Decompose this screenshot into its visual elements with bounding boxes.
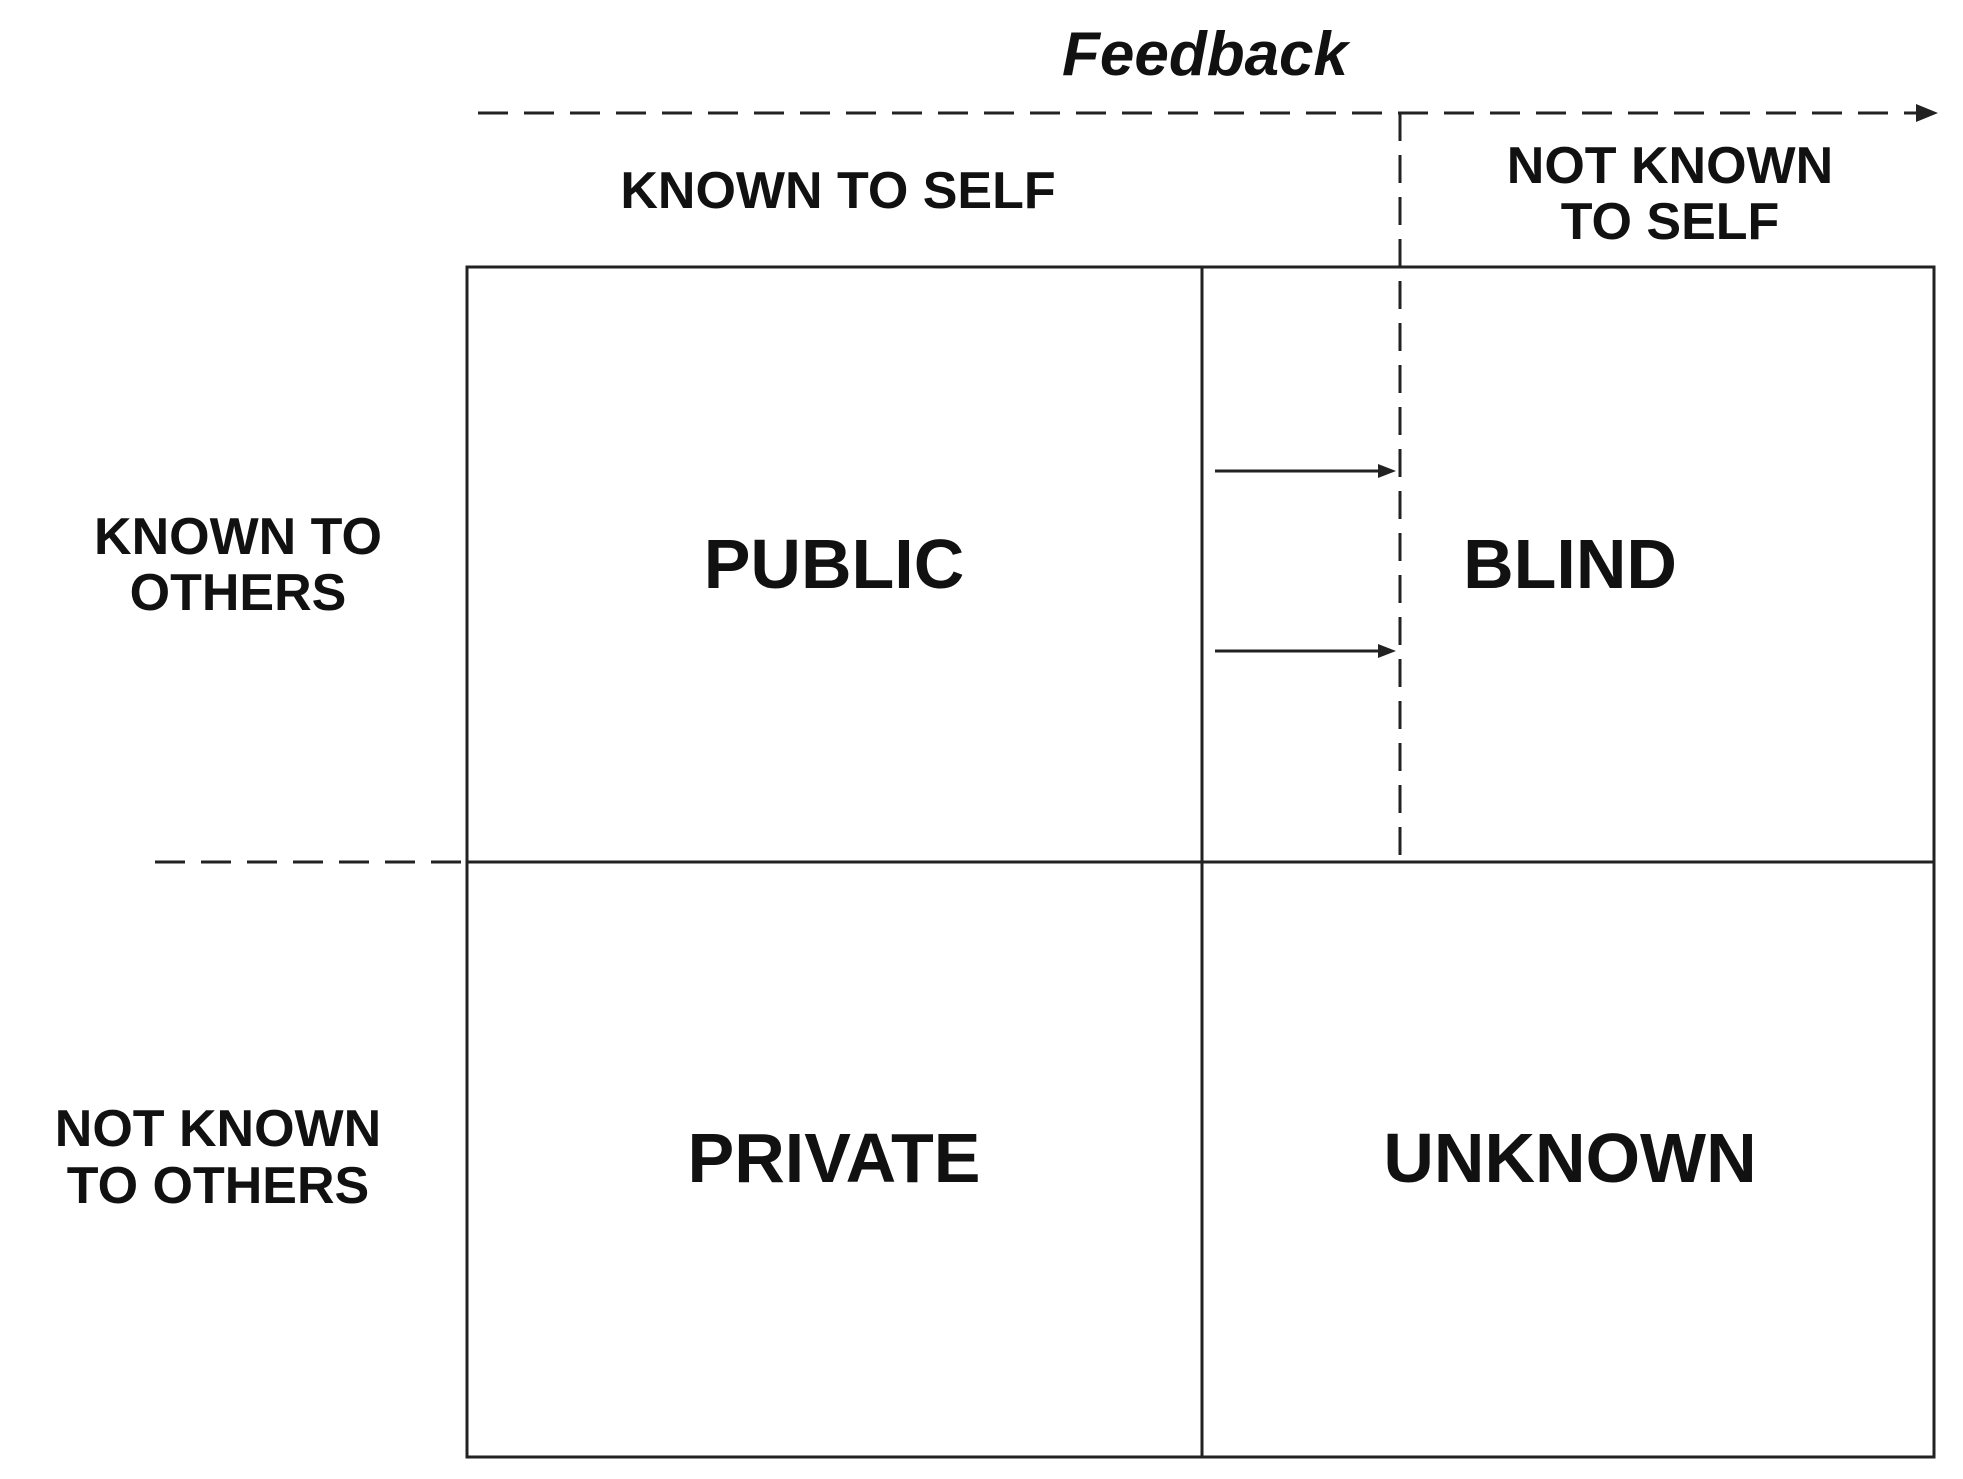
arrowhead-icon <box>1378 464 1396 478</box>
column-header-not-known-to-self-line1: NOT KNOWN <box>1507 137 1833 195</box>
column-header-known-to-self: KNOWN TO SELF <box>620 162 1055 220</box>
feedback-title: Feedback <box>1062 20 1352 89</box>
row-header-known-to-others-line1: KNOWN TO <box>94 508 382 566</box>
arrowhead-icon <box>1378 644 1396 658</box>
quadrant-public: PUBLIC <box>704 525 965 603</box>
column-header-not-known-to-self-line2: TO SELF <box>1561 193 1780 251</box>
row-header-not-known-to-others-line2: TO OTHERS <box>67 1157 369 1215</box>
row-header-not-known-to-others-line1: NOT KNOWN <box>55 1100 381 1158</box>
quadrant-unknown: UNKNOWN <box>1383 1119 1756 1197</box>
quadrant-private: PRIVATE <box>688 1119 981 1197</box>
quadrant-blind: BLIND <box>1463 525 1677 603</box>
row-header-known-to-others-line2: OTHERS <box>130 564 347 622</box>
feedback-arrowhead-icon <box>1916 104 1938 122</box>
